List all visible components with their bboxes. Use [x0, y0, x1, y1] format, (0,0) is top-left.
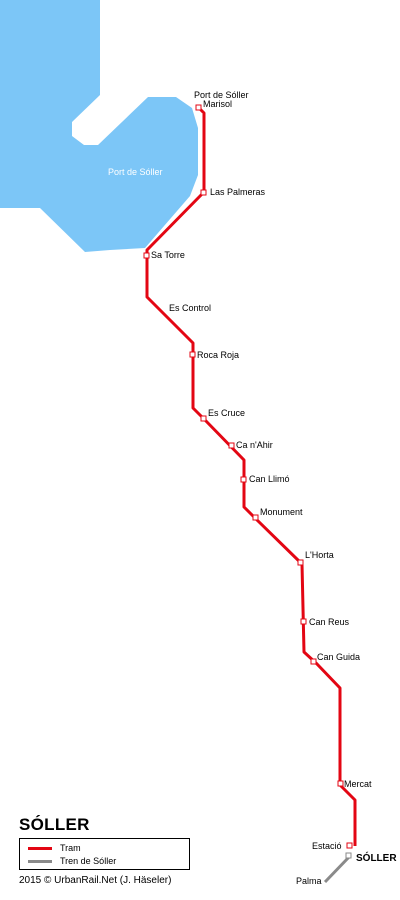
station-label-estacio: Estació	[312, 841, 342, 851]
legend-label-tram: Tram	[60, 843, 81, 853]
station-label-roca-roja: Roca Roja	[197, 350, 239, 360]
station-label-ca-nahir: Ca n'Ahir	[236, 440, 273, 450]
station-marker-lhorta[interactable]	[297, 559, 304, 566]
legend-swatch-train	[28, 859, 52, 863]
station-marker-sa-torre[interactable]	[143, 252, 150, 259]
station-label-sa-torre: Sa Torre	[151, 250, 185, 260]
legend: Tram Tren de Sóller	[19, 838, 190, 870]
train-line	[323, 854, 352, 884]
station-marker-mercat[interactable]	[337, 780, 344, 787]
bay-water	[0, 0, 198, 252]
destination-label-palma: Palma	[296, 876, 322, 886]
station-marker-can-guida[interactable]	[310, 658, 317, 665]
bay-label: Port de Sóller	[108, 167, 163, 177]
station-marker-monument[interactable]	[252, 514, 259, 521]
station-label-es-cruce: Es Cruce	[208, 408, 245, 418]
station-marker-can-llimo[interactable]	[240, 476, 247, 483]
station-label-lhorta: L'Horta	[305, 550, 334, 560]
station-label-can-guida: Can Guida	[317, 652, 360, 662]
legend-item-train: Tren de Sóller	[28, 855, 116, 867]
map-title: SÓLLER	[19, 815, 90, 834]
legend-item-tram: Tram	[28, 842, 81, 854]
station-marker-marisol[interactable]	[195, 104, 202, 111]
station-marker-ca-nahir[interactable]	[228, 442, 235, 449]
station-markers	[143, 104, 353, 849]
station-marker-las-palmeras[interactable]	[200, 189, 207, 196]
credit-line: 2015 © UrbanRail.Net (J. Häseler)	[19, 875, 172, 886]
station-marker-es-cruce[interactable]	[200, 415, 207, 422]
station-label-monument: Monument	[260, 507, 303, 517]
station-label-es-control: Es Control	[169, 303, 211, 313]
station-marker-estacio[interactable]	[346, 842, 353, 849]
station-marker-can-reus[interactable]	[300, 618, 307, 625]
station-label-port-de-soller: Port de Sóller	[194, 90, 249, 100]
station-marker-soller[interactable]	[345, 852, 352, 859]
tram-line	[145, 105, 357, 846]
legend-label-train: Tren de Sóller	[60, 856, 117, 866]
station-marker-roca-roja[interactable]	[189, 351, 196, 358]
station-label-can-reus: Can Reus	[309, 617, 350, 627]
station-label-marisol: Marisol	[203, 99, 232, 109]
legend-swatch-tram	[28, 846, 52, 850]
station-label-mercat: Mercat	[344, 779, 372, 789]
station-label-las-palmeras: Las Palmeras	[210, 187, 266, 197]
station-label-can-llimo: Can Llimó	[249, 474, 290, 484]
terminal-label-soller: SÓLLER	[356, 851, 397, 864]
